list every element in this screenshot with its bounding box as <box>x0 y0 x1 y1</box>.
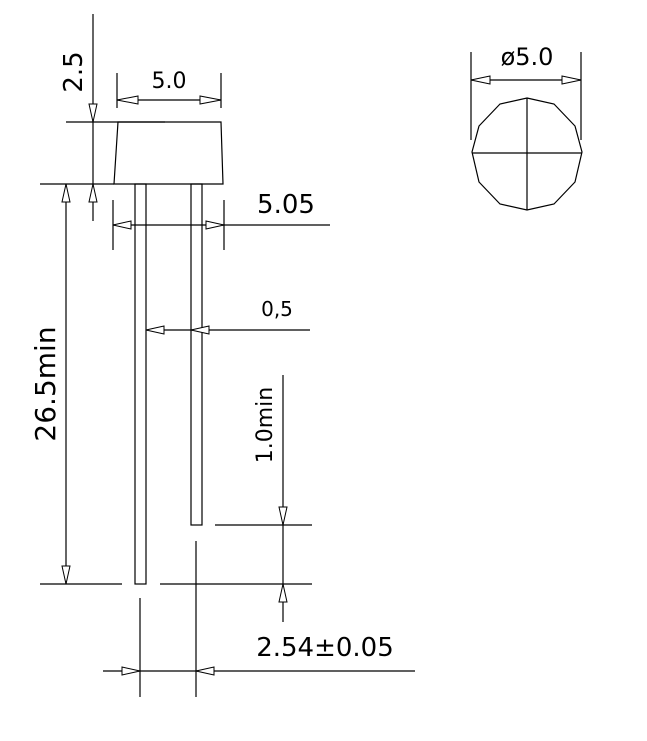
label-body-top-width: 5.0 <box>152 69 187 94</box>
extension-lines <box>40 73 312 697</box>
lead-right <box>190 183 203 526</box>
label-lead-pitch: 2.54±0.05 <box>256 633 394 663</box>
dimension-lines <box>65 14 415 672</box>
label-lead-length: 26.5min <box>29 326 62 441</box>
label-lead-length-difference: 1.0min <box>253 387 278 463</box>
led-body-side-view <box>113 121 224 585</box>
label-lead-width: 0,5 <box>261 297 293 321</box>
led-top-view <box>470 52 583 211</box>
label-body-height: 2.5 <box>59 51 89 92</box>
label-body-base-width: 5.05 <box>257 190 315 220</box>
dimension-arrows <box>61 95 288 676</box>
lead-left <box>134 183 147 585</box>
label-diameter: ø5.0 <box>501 43 554 71</box>
